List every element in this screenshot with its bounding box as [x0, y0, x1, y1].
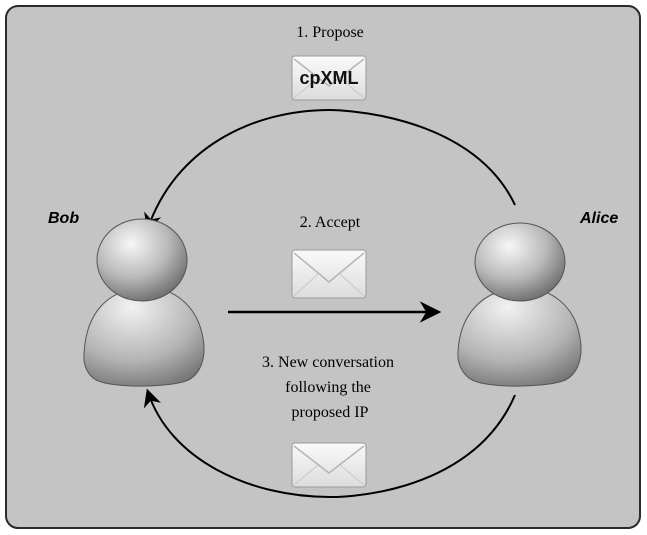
cpxml-envelope-text: cpXML	[299, 68, 358, 88]
bob-user-silhouette-icon	[83, 218, 205, 387]
step-3-label-line-1: 3. New conversation	[262, 354, 394, 371]
step-1-label: 1. Propose	[296, 24, 364, 41]
propose-arrow	[144, 108, 516, 232]
step-2-label: 2. Accept	[300, 214, 361, 231]
cpxml-envelope-icon	[291, 55, 367, 101]
step-3-label-line-3: proposed IP	[292, 404, 369, 421]
accept-envelope-icon	[291, 249, 367, 299]
step-3-label-line-2: following the	[285, 379, 371, 396]
bob-label: Bob	[48, 210, 79, 227]
alice-user-silhouette-icon	[457, 222, 582, 387]
conversation-arrow	[143, 388, 516, 499]
conversation-envelope-icon	[291, 442, 367, 488]
alice-label: Alice	[579, 210, 618, 227]
step-3-label: 3. New conversation following the propos…	[262, 354, 398, 421]
